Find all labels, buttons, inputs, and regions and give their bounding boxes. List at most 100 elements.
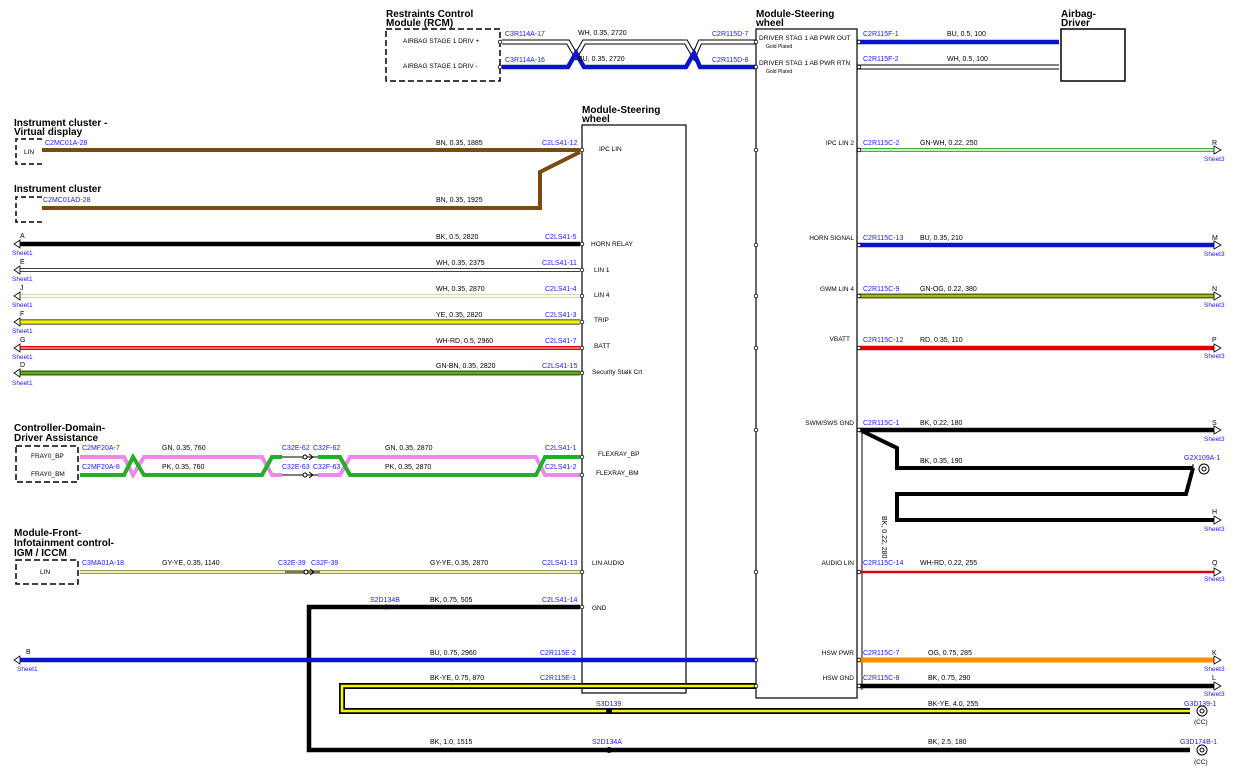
wire-label-wh-2375: WH, 0.35, 2375	[436, 260, 485, 267]
wire-group-bkye-870[interactable]	[339, 683, 1190, 714]
wire-group-bu-2960[interactable]	[13, 655, 756, 665]
wire-label-gnbn-2820: GN-BN, 0.35, 2820	[436, 363, 496, 370]
wire-group-og-285[interactable]	[859, 655, 1222, 665]
conn-c2r115c-13: C2R115C-13	[863, 235, 903, 242]
wire-label-bk-2820: BK, 0.5, 2820	[436, 234, 479, 241]
airbag-driver-module[interactable]	[1060, 28, 1126, 82]
wire-label-og-285: OG, 0.75, 285	[928, 650, 972, 657]
msw-audio-lin: AUDIO LIN	[821, 560, 854, 567]
rcm-title-2: Module (RCM)	[386, 18, 453, 29]
ref-s: S	[1212, 420, 1217, 427]
wire-group-lin4[interactable]	[13, 291, 580, 301]
wire-group-horn-relay[interactable]	[13, 239, 580, 249]
splice-s2d134a	[606, 747, 612, 753]
wire-label-pk-2870: PK, 0.35, 2870	[385, 464, 431, 471]
wire-group-swm-gnd[interactable]	[859, 425, 1222, 690]
sheet-ref-r: Sheet3	[1204, 156, 1225, 163]
ic-box[interactable]	[15, 196, 42, 223]
msw-mid-security: Security Stalk Crt	[592, 369, 642, 376]
wire-group-whrd-255[interactable]	[859, 567, 1222, 577]
mfic-pin: LIN	[40, 569, 50, 576]
msw-hsw-pwr: HSW PWR	[822, 650, 854, 657]
conn-c2ls41-12: C2LS41-12	[542, 140, 578, 147]
wire-group-lin1[interactable]	[13, 265, 580, 275]
module-steering-wheel-mid[interactable]	[581, 124, 687, 694]
msw-mid-horn-relay: HORN RELAY	[591, 241, 633, 248]
wire-label-pk-760: PK, 0.35, 760	[162, 464, 205, 471]
splice-s3d139	[606, 708, 612, 714]
wire-group-trip[interactable]	[13, 317, 580, 327]
conn-c2mc01a-28: C2MC01A-28	[45, 140, 88, 147]
conn-c2r115c-12: C2R115C-12	[863, 337, 903, 344]
msw-pin-1-note: Gold Plated	[766, 44, 792, 50]
msw-mid-fr-bm: FLEXRAY_BM	[596, 470, 639, 477]
wire-label-rcm-wh: WH, 0.35, 2720	[578, 30, 627, 37]
wire-group-bk-290[interactable]	[859, 681, 1222, 691]
mfic-title-2: Infotainment control-	[14, 538, 114, 549]
conn-c2r115d-7: C2R115D-7	[712, 31, 749, 38]
wire-group-gnwh-250[interactable]	[859, 145, 1222, 155]
wire-label-bk-1515: BK, 1.0, 1515	[430, 739, 473, 746]
msw-mid-fr-bp: FLEXRAY_BP	[598, 451, 639, 458]
wire-bn-2[interactable]	[42, 150, 581, 210]
sheet-ref-q: Sheet3	[1204, 576, 1225, 583]
conn-c32f-39: C32F-39	[311, 560, 338, 567]
wire-label-gyye-1140: GY-YE, 0.35, 1140	[162, 560, 220, 567]
module-steering-wheel-right[interactable]	[755, 28, 858, 699]
ground-g3d174b	[1196, 744, 1208, 756]
wire-label-bn-1: BN, 0.35, 1885	[436, 140, 483, 147]
wire-rcm-bu[interactable]	[502, 47, 756, 70]
wire-flexray-pk[interactable]	[80, 455, 580, 480]
conn-c2r115e-2: C2R115E-2	[540, 650, 576, 657]
sheet-ref-d: Sheet1	[12, 380, 33, 387]
sheet-ref-j: Sheet1	[12, 302, 33, 309]
msw-mid-batt: BATT	[594, 343, 610, 350]
conn-g2x109a-1: G2X109A-1	[1184, 455, 1221, 462]
msw-vbatt: VBATT	[830, 336, 850, 343]
sheet-ref-h: Sheet3	[1204, 526, 1225, 533]
msw-pin-1: DRIVER STAG 1 AB PWR OUT	[759, 35, 851, 42]
sheet-ref-p: Sheet3	[1204, 353, 1225, 360]
wire-label-gyye-2870: GY-YE, 0.35, 2870	[430, 560, 488, 567]
wire-label-bkye-255: BK-YE, 4.0, 255	[928, 701, 978, 708]
wire-group-batt[interactable]	[13, 343, 580, 353]
wire-label-ab-bu: BU, 0.5, 100	[947, 31, 986, 38]
wire-group-gnog-380[interactable]	[859, 291, 1222, 301]
conn-c2ls41-5: C2LS41-5	[545, 234, 577, 241]
wire-label-ab-wh: WH, 0.5, 100	[947, 56, 988, 63]
wire-group-rd-110[interactable]	[859, 343, 1222, 353]
conn-c2r115f-2: C2R115F-2	[863, 56, 899, 63]
wire-label-wh-2870: WH, 0.35, 2870	[436, 286, 485, 293]
msw-right-title-1: Module-Steering	[756, 9, 834, 20]
conn-c2ls41-14: C2LS41-14	[542, 597, 578, 604]
airbag-title-1: Airbag-	[1061, 9, 1096, 20]
wire-flexray-gn[interactable]	[80, 452, 580, 477]
sheet-ref-l: Sheet3	[1204, 691, 1225, 698]
ic-title: Instrument cluster	[14, 184, 101, 195]
wire-label-whrd-2960: WH-RD, 0.5, 2960	[436, 338, 493, 345]
rcm-module[interactable]	[385, 28, 501, 82]
conn-c2ls41-4: C2LS41-4	[545, 286, 577, 293]
msw-mid-lin-audio: LIN AUDIO	[592, 560, 624, 567]
wire-group-security[interactable]	[13, 368, 580, 378]
ic-virtual-box[interactable]	[15, 138, 42, 165]
msw-hsw-gnd: HSW GND	[823, 675, 855, 682]
airbag-title-2: Driver	[1061, 18, 1090, 29]
cdda-title-1: Controller-Domain-	[14, 423, 105, 434]
cdda-title-2: Driver Assistance	[14, 433, 99, 444]
wire-label-ye-2820: YE, 0.35, 2820	[436, 312, 482, 319]
mfic-box[interactable]	[15, 559, 79, 585]
conn-c2r115c-14: C2R115C-14	[863, 560, 903, 567]
conn-c3r114a-16: C3R114A-16	[505, 57, 545, 64]
sheet-ref-k: Sheet3	[1204, 666, 1225, 673]
conn-c2mf20a-8: C2MF20A-8	[82, 464, 120, 471]
conn-c2ls41-1: C2LS41-1	[545, 445, 577, 452]
ic-virtual-title-1: Instrument cluster -	[14, 118, 107, 129]
wire-group-bu-210[interactable]	[859, 240, 1222, 250]
mfic-title-1: Module-Front-	[14, 528, 81, 539]
wire-gnd-bk-505[interactable]	[306, 604, 1190, 753]
wire-rcm-wh[interactable]	[502, 39, 756, 62]
msw-ipc-lin2: IPC LIN 2	[826, 140, 855, 147]
pin-dots	[497, 39, 862, 689]
cdda-box[interactable]	[15, 445, 79, 483]
